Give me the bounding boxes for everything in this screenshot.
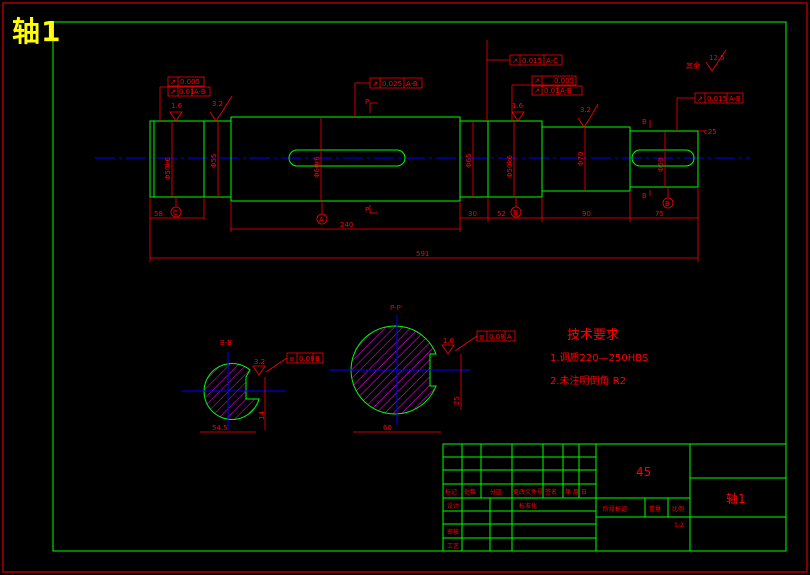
- bb-width: 54.5: [212, 424, 228, 432]
- tol-t4-val: 0.015: [522, 57, 542, 65]
- sec-p-top: P: [365, 98, 369, 106]
- annotation-lines: [149, 40, 705, 262]
- dim-c25: c25: [704, 128, 717, 136]
- tech-heading: 技术要求: [567, 328, 619, 343]
- tolerance-frames: [167, 54, 744, 373]
- section-bb: [182, 352, 285, 433]
- tol-t1-val: 0.005: [180, 78, 200, 86]
- tol-t8-sym: ≡: [289, 355, 295, 363]
- title-block-texts: 45 轴1 标记 处数 分区 更改文件号 签名 年 月 日 设计 标准化 阶段标…: [445, 465, 746, 550]
- roughness-other-label: 其余: [686, 61, 700, 70]
- dim-240: 240: [340, 221, 353, 229]
- dia2: Φ55: [210, 154, 218, 168]
- roughness-marks: [169, 49, 727, 376]
- inner-border: [52, 21, 787, 552]
- section-pp: [330, 315, 470, 433]
- tb-h-3: 更改文件号: [513, 488, 543, 496]
- tol-t1-sym: ↗: [170, 78, 176, 86]
- tb-process: 工艺: [447, 542, 459, 550]
- tol-t7-sym: ↗: [697, 95, 703, 103]
- dia1: Φ50k6: [164, 157, 172, 180]
- sec-b-top: B: [642, 118, 647, 126]
- tol-t6-sym: ↗: [534, 87, 540, 95]
- tol-t9-sym: ≡: [479, 333, 485, 341]
- tb-designer: 设计: [447, 502, 459, 510]
- tol-t3-datum: A-B: [406, 80, 418, 88]
- drawing-title: 轴1: [12, 15, 62, 48]
- tol-t7-val: 0.015: [707, 95, 727, 103]
- datum-b: B: [513, 209, 518, 217]
- dim-52: 52: [497, 210, 506, 218]
- tech-item-1: 1.调质220—250HBS: [550, 352, 648, 364]
- tol-t6-datum: A-B: [560, 87, 572, 95]
- dim-30: 30: [468, 210, 477, 218]
- roughness-r2: 3.2: [212, 100, 223, 108]
- tb-part-name: 轴1: [726, 491, 746, 506]
- datum-circles: [170, 197, 674, 225]
- tech-item-2: 2.未注明倒角 R2: [550, 374, 626, 387]
- tol-t2-val: 0.01: [179, 88, 195, 96]
- datum-a: A: [319, 216, 324, 224]
- tol-t3-val: 0.025: [382, 80, 402, 88]
- tb-scale: 1:2: [674, 522, 684, 529]
- tb-review: 审核: [447, 528, 459, 536]
- tb-h-5: 年 月 日: [565, 488, 587, 496]
- tb-std: 标准化: [519, 502, 537, 510]
- tol-t2-sym: ↗: [170, 88, 176, 96]
- roughness-r4: 3.2: [580, 106, 591, 114]
- dim-591: 591: [416, 250, 429, 258]
- dim-58: 58: [154, 210, 163, 218]
- tol-t8-val: 0.08: [299, 355, 315, 363]
- dim-90: 90: [582, 210, 591, 218]
- dia3: Φ60r6: [313, 156, 321, 178]
- dia4: Φ65: [465, 154, 473, 168]
- tol-t7-datum: A-B: [729, 95, 741, 103]
- shaft-outline: [149, 116, 699, 202]
- sec-p-bottom: P: [365, 206, 369, 214]
- roughness-other-value: 12.5: [709, 54, 725, 62]
- tb-h-1: 处数: [464, 488, 476, 496]
- roughness-r3: 1.6: [512, 102, 524, 110]
- tol-t2-datum: A-B: [194, 88, 206, 96]
- dim-75: 75: [655, 210, 664, 218]
- tol-t8-datum: B: [315, 355, 320, 363]
- tb-material: 45: [636, 465, 651, 479]
- datum-b2: B: [665, 200, 670, 208]
- sec-b-bottom: B: [642, 192, 647, 200]
- section-pp-label: P-P: [390, 304, 401, 312]
- tb-h-2: 分区: [490, 488, 502, 496]
- dia7: Φ50: [657, 158, 665, 172]
- tol-t5-sym: ↗: [534, 77, 540, 85]
- title-block-lines: [442, 443, 787, 552]
- tol-t5-val: 0.005: [554, 77, 574, 85]
- tol-t6-val: 0.01: [544, 87, 560, 95]
- tb-weight: 重量: [649, 505, 661, 513]
- tb-stage: 阶段标记: [603, 505, 627, 513]
- tol-t9-val: 0.08: [489, 333, 505, 341]
- roughness-r7: 1.6: [443, 337, 455, 345]
- tol-t4-sym: ↗: [512, 57, 518, 65]
- tol-t4-datum: A-C: [546, 57, 558, 65]
- tol-t9-datum: A: [507, 333, 512, 341]
- tb-ratio: 比例: [672, 505, 684, 513]
- tech-requirements: 技术要求 1.调质220—250HBS 2.未注明倒角 R2: [550, 328, 648, 387]
- tb-h-4: 签名: [545, 488, 557, 496]
- tb-h-0: 标记: [445, 488, 457, 496]
- tol-t3-sym: ↗: [372, 80, 378, 88]
- roughness-r8: 3.2: [254, 358, 265, 366]
- datum-c: C: [173, 209, 178, 217]
- bb-key: 14: [258, 411, 266, 420]
- section-bb-label: B-B: [220, 339, 232, 347]
- pp-key: 25: [453, 396, 461, 405]
- dia5: Φ50k6: [506, 155, 514, 178]
- roughness-r1: 1.6: [171, 102, 183, 110]
- dia6: Φ70: [577, 152, 585, 166]
- pp-width: 60: [383, 424, 392, 432]
- red-texts: 其余 12.5 1.6 3.2 1.6 3.2 1.6 3.2 ↗ 0.005 …: [154, 54, 741, 432]
